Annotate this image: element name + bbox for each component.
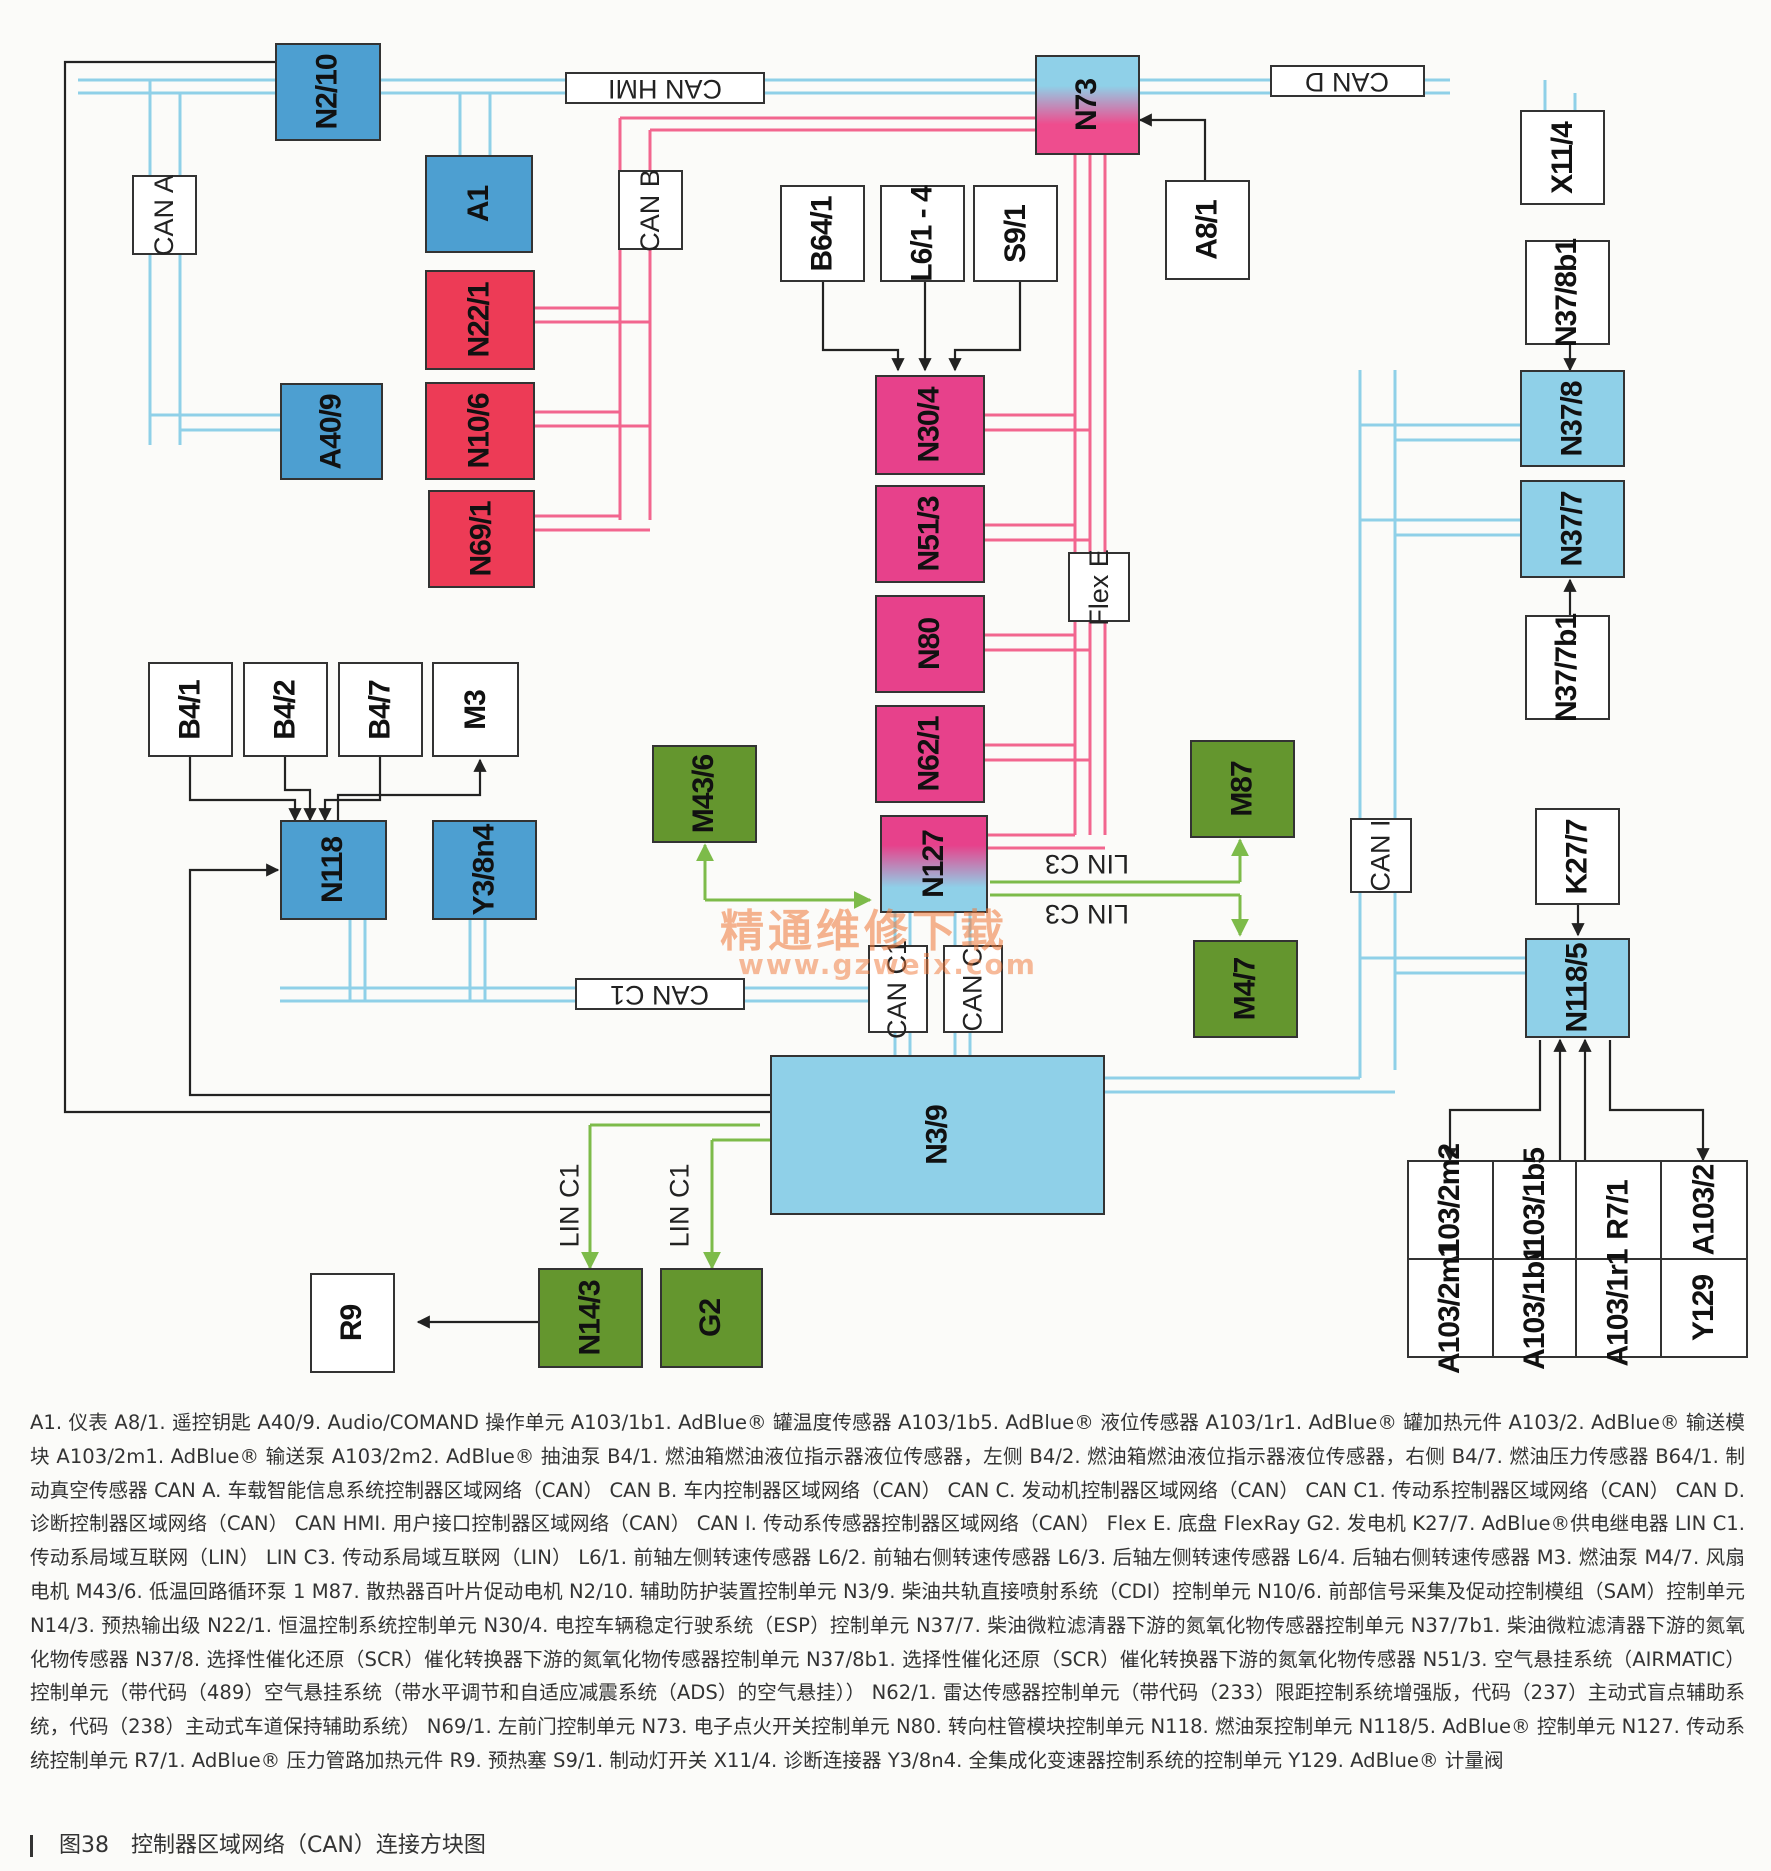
label-can-i: CAN I	[1350, 818, 1412, 893]
block-n127: N127	[880, 815, 988, 913]
block-s9-1: S9/1	[973, 185, 1058, 282]
label-can-b: CAN B	[618, 169, 683, 251]
label-can-a: CAN A	[132, 174, 197, 256]
block-x11-4: X11/4	[1520, 110, 1605, 205]
block-n10-6: N10/6	[425, 382, 535, 480]
label-can-c1-h: CAN C1	[575, 978, 745, 1010]
block-n37-8: N37/8	[1520, 370, 1625, 467]
block-r9: R9	[310, 1273, 395, 1373]
label-lin-c1-2: LIN C1	[664, 1162, 695, 1248]
block-g2: G2	[660, 1268, 763, 1368]
label-lin-c3-1: LIN C3	[1045, 849, 1130, 879]
block-a1: A1	[425, 155, 533, 253]
block-b4-1: B4/1	[148, 662, 233, 757]
block-k27-7: K27/7	[1535, 808, 1620, 905]
block-n73: N73	[1035, 55, 1140, 155]
label-flex-e: Flex E	[1068, 549, 1130, 625]
block-y129: Y129	[1660, 1258, 1748, 1358]
legend-text: A1. 仪表 A8/1. 遥控钥匙 A40/9. Audio/COMAND 操作…	[30, 1411, 1745, 1772]
block-n37-8b1: N37/8b1	[1525, 238, 1610, 347]
block-a8-1: A8/1	[1165, 180, 1250, 280]
block-a103-1r1: A103/1r1	[1575, 1249, 1662, 1367]
block-n37-7: N37/7	[1520, 480, 1625, 578]
block-n118-5: N118/5	[1525, 938, 1630, 1038]
block-a103-2: A103/2	[1660, 1160, 1748, 1260]
block-y3-8n4: Y3/8n4	[432, 820, 537, 920]
block-l6-1-4: L6/1 - 4	[880, 185, 965, 282]
block-m4-7: M4/7	[1193, 940, 1298, 1038]
label-lin-c3-2: LIN C3	[1045, 899, 1130, 929]
block-n37-7b1: N37/7b1	[1525, 613, 1610, 722]
can-i-bus	[1105, 370, 1525, 1094]
block-r7-1: R7/1	[1575, 1160, 1662, 1260]
watermark-url: www.gzweix.com	[738, 948, 1037, 981]
signal-wires	[63, 60, 1710, 1329]
watermark-title: 精通维修下载	[720, 906, 1008, 957]
block-m43-6: M43/6	[652, 745, 757, 843]
block-n14-3: N14/3	[538, 1268, 643, 1368]
block-n3-9: N3/9	[770, 1055, 1105, 1215]
block-a40-9: A40/9	[280, 383, 383, 480]
label-can-c: CAN C	[943, 945, 1003, 1033]
block-n22-1: N22/1	[425, 270, 535, 370]
label-lin-c1-1: LIN C1	[554, 1162, 585, 1248]
label-can-hmi: CAN HMI	[565, 72, 765, 104]
block-a103-1b1: A103/1b1	[1492, 1246, 1577, 1370]
can-network-diagram: N2/10 A1 A40/9 N22/1 N10/6 N69/1 N73 A8/…	[63, 43, 1748, 1374]
label-can-d: CAN D	[1270, 65, 1425, 97]
figure-caption: 图38 控制器区域网络（CAN）连接方块图	[30, 1827, 486, 1859]
block-a103-2m1: A103/2m1	[1407, 1242, 1494, 1374]
lin-buses	[581, 838, 1249, 1270]
block-n51-3: N51/3	[875, 485, 985, 583]
block-b4-2: B4/2	[243, 662, 328, 757]
block-b64-1: B64/1	[780, 185, 865, 282]
block-b4-7: B4/7	[338, 662, 423, 757]
block-n69-1: N69/1	[428, 490, 535, 588]
block-n80: N80	[875, 595, 985, 693]
wiring-layer	[63, 60, 1710, 1329]
caption-bar	[30, 1835, 33, 1857]
flex-e-bus	[985, 155, 1107, 850]
block-m87: M87	[1190, 740, 1295, 838]
block-n62-1: N62/1	[875, 705, 985, 803]
caption-text: 图38 控制器区域网络（CAN）连接方块图	[59, 1833, 486, 1858]
label-can-c1-v: CAN C1	[868, 939, 928, 1039]
block-m3: M3	[432, 662, 519, 757]
block-n118: N118	[280, 820, 387, 920]
block-n30-4: N30/4	[875, 375, 985, 475]
block-n2-10: N2/10	[275, 43, 381, 141]
